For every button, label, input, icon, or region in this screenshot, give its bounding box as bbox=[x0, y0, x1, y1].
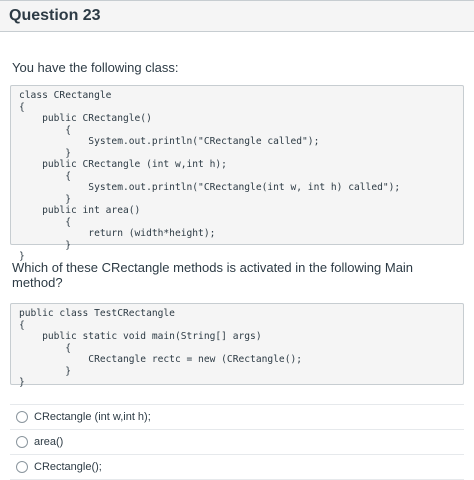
radio-button[interactable] bbox=[16, 436, 28, 448]
answer-label: CRectangle(); bbox=[34, 461, 102, 473]
answer-label: CRectangle (int w,int h); bbox=[34, 411, 151, 423]
main-code-block: public class TestCRectangle { public sta… bbox=[10, 303, 464, 388]
question-prompt: You have the following class: bbox=[12, 60, 179, 75]
answer-list: CRectangle (int w,int h); area() CRectan… bbox=[10, 404, 464, 480]
question-prompt-2: Which of these CRectangle methods is act… bbox=[12, 260, 414, 290]
radio-button[interactable] bbox=[16, 461, 28, 473]
radio-button[interactable] bbox=[16, 411, 28, 423]
class-code-block: class CRectangle { public CRectangle() {… bbox=[10, 85, 464, 262]
answer-option-2[interactable]: area() bbox=[10, 430, 464, 455]
answer-option-1[interactable]: CRectangle (int w,int h); bbox=[10, 405, 464, 430]
answer-label: area() bbox=[34, 436, 64, 448]
question-title: Question 23 bbox=[9, 7, 101, 24]
question-content: You have the following class: class CRec… bbox=[0, 60, 474, 480]
answer-option-3[interactable]: CRectangle(); bbox=[10, 455, 464, 480]
question-header: Question 23 bbox=[0, 0, 474, 32]
